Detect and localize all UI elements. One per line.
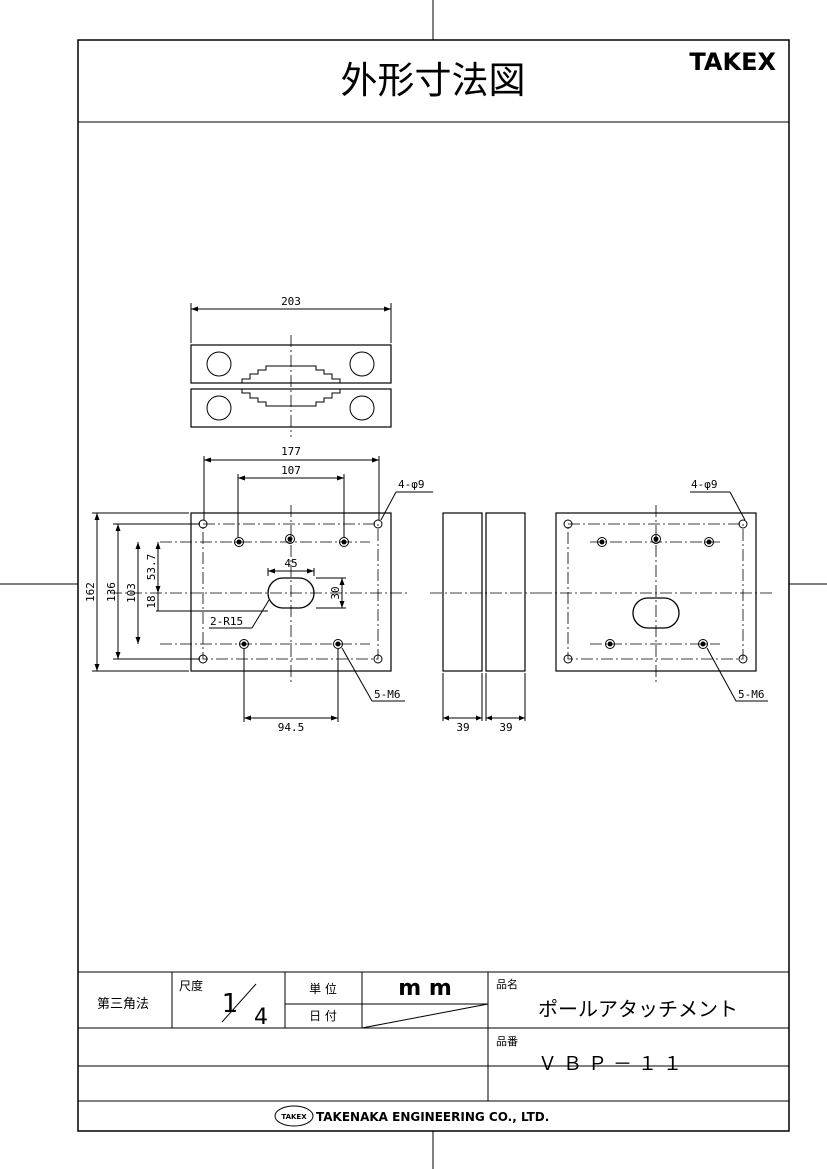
dim-offset-lower: 18	[145, 595, 158, 608]
dim-hole-spec-right: 4-φ9	[691, 478, 718, 491]
scale-numerator: 1	[222, 989, 239, 1019]
title-block	[78, 971, 789, 1127]
dim-width-inner: 107	[281, 464, 301, 477]
unit-label: 単 位	[309, 981, 337, 996]
date-label: 日 付	[309, 1009, 337, 1023]
drawing-border	[77, 39, 790, 1132]
scale-denominator: 4	[254, 1005, 268, 1030]
rear-view	[540, 491, 775, 702]
top-view	[190, 303, 392, 437]
page-title: 外形寸法図	[341, 59, 526, 102]
front-view	[92, 456, 433, 722]
dim-offset-upper: 53.7	[145, 554, 158, 581]
company-logo: TAKEX	[281, 1113, 307, 1121]
dim-slot-height: 30	[329, 586, 342, 599]
dim-height-mid: 136	[105, 582, 118, 602]
product-name-label: 品名	[496, 977, 518, 991]
dim-thread-spec-left: 5-M6	[374, 688, 401, 701]
dim-slot-width: 45	[284, 557, 297, 570]
company-name: TAKENAKA ENGINEERING CO., LTD.	[316, 1110, 549, 1124]
product-name: ポールアタッチメント	[538, 997, 738, 1021]
scale-label: 尺度	[179, 978, 203, 993]
projection-method: 第三角法	[97, 997, 149, 1012]
side-view	[430, 512, 540, 721]
dim-height-inner: 103	[125, 583, 138, 603]
dim-side-thickness-2: 39	[499, 721, 512, 734]
dim-width-outer: 177	[281, 445, 301, 458]
dim-side-thickness-1: 39	[456, 721, 469, 734]
dim-bottom-span: 94.5	[278, 721, 305, 734]
dim-top-width: 203	[281, 295, 301, 308]
part-number: ＶＢＰ－１１	[538, 1053, 688, 1075]
part-number-label: 品番	[496, 1035, 518, 1048]
dim-height-outer: 162	[84, 582, 97, 602]
unit-value: m m	[398, 976, 452, 1001]
dim-hole-spec-left: 4-φ9	[398, 478, 425, 491]
dim-slot-radius: 2-R15	[210, 615, 243, 628]
dim-thread-spec-right: 5-M6	[738, 688, 765, 701]
brand-logo-text: TAKEX	[689, 48, 776, 76]
